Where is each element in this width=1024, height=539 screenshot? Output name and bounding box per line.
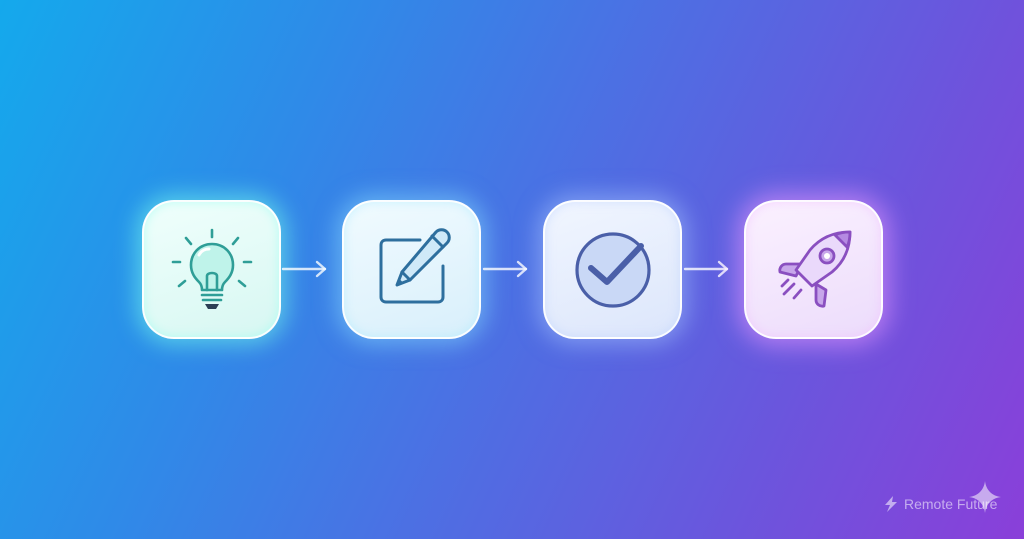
arrow-right-icon: [281, 258, 331, 280]
sparkle-icon: [969, 481, 1001, 513]
lightbulb-icon: [171, 228, 252, 309]
watermark-text: Remote Future: [904, 496, 998, 512]
check-circle-icon: [574, 231, 651, 308]
brand-logo-icon: [885, 496, 897, 512]
step-approve-tile: [543, 200, 682, 339]
arrow-right-icon: [482, 258, 532, 280]
watermark: Remote Future: [884, 496, 997, 512]
pencil-edit-icon: [379, 227, 451, 303]
step-idea-tile: [142, 200, 281, 339]
step-launch-tile: [744, 200, 883, 339]
rocket-icon: [777, 230, 851, 308]
arrow-right-icon: [683, 258, 733, 280]
step-write-tile: [342, 200, 481, 339]
